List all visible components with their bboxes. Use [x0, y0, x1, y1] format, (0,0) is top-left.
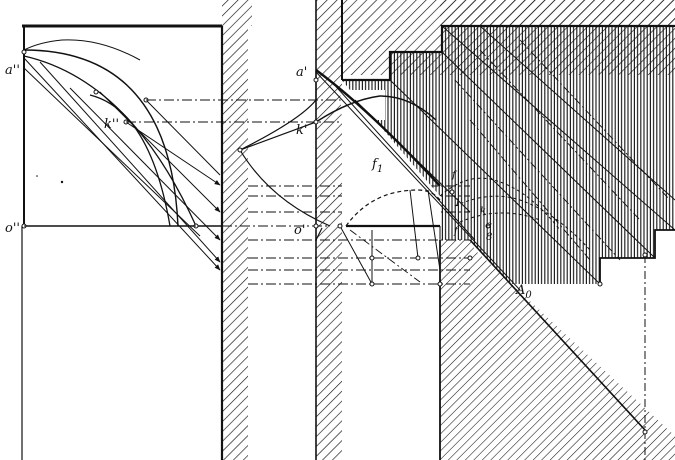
label-small-k: k — [480, 206, 486, 217]
label-a-front: a' — [296, 65, 307, 80]
label-o-side: o'' — [5, 221, 20, 236]
label-k-side: k'' — [104, 117, 119, 132]
label-A0: A0 — [515, 283, 532, 301]
label-small-l: l — [456, 198, 459, 209]
label-small-f: f — [451, 170, 458, 181]
outer-arc — [23, 49, 179, 227]
label-f1: f1 — [371, 157, 383, 175]
side-view: a'' k'' o'' — [5, 0, 252, 460]
side-wall-hatch — [222, 26, 248, 460]
middle-arc — [23, 55, 197, 227]
label-small-8: 8 — [486, 232, 492, 243]
label-o-front: o' — [294, 223, 305, 238]
label-k-front: k' — [296, 123, 307, 138]
front-view: a' k' o' f1 A0 f l k e f 8 — [237, 0, 675, 460]
front-wall-bottom — [316, 226, 342, 460]
label-small-e: e — [486, 220, 492, 231]
front-wall-top — [316, 0, 342, 226]
section-hatch — [440, 240, 675, 460]
label-small-f2: f — [453, 226, 460, 237]
label-a-side: a'' — [5, 63, 20, 78]
